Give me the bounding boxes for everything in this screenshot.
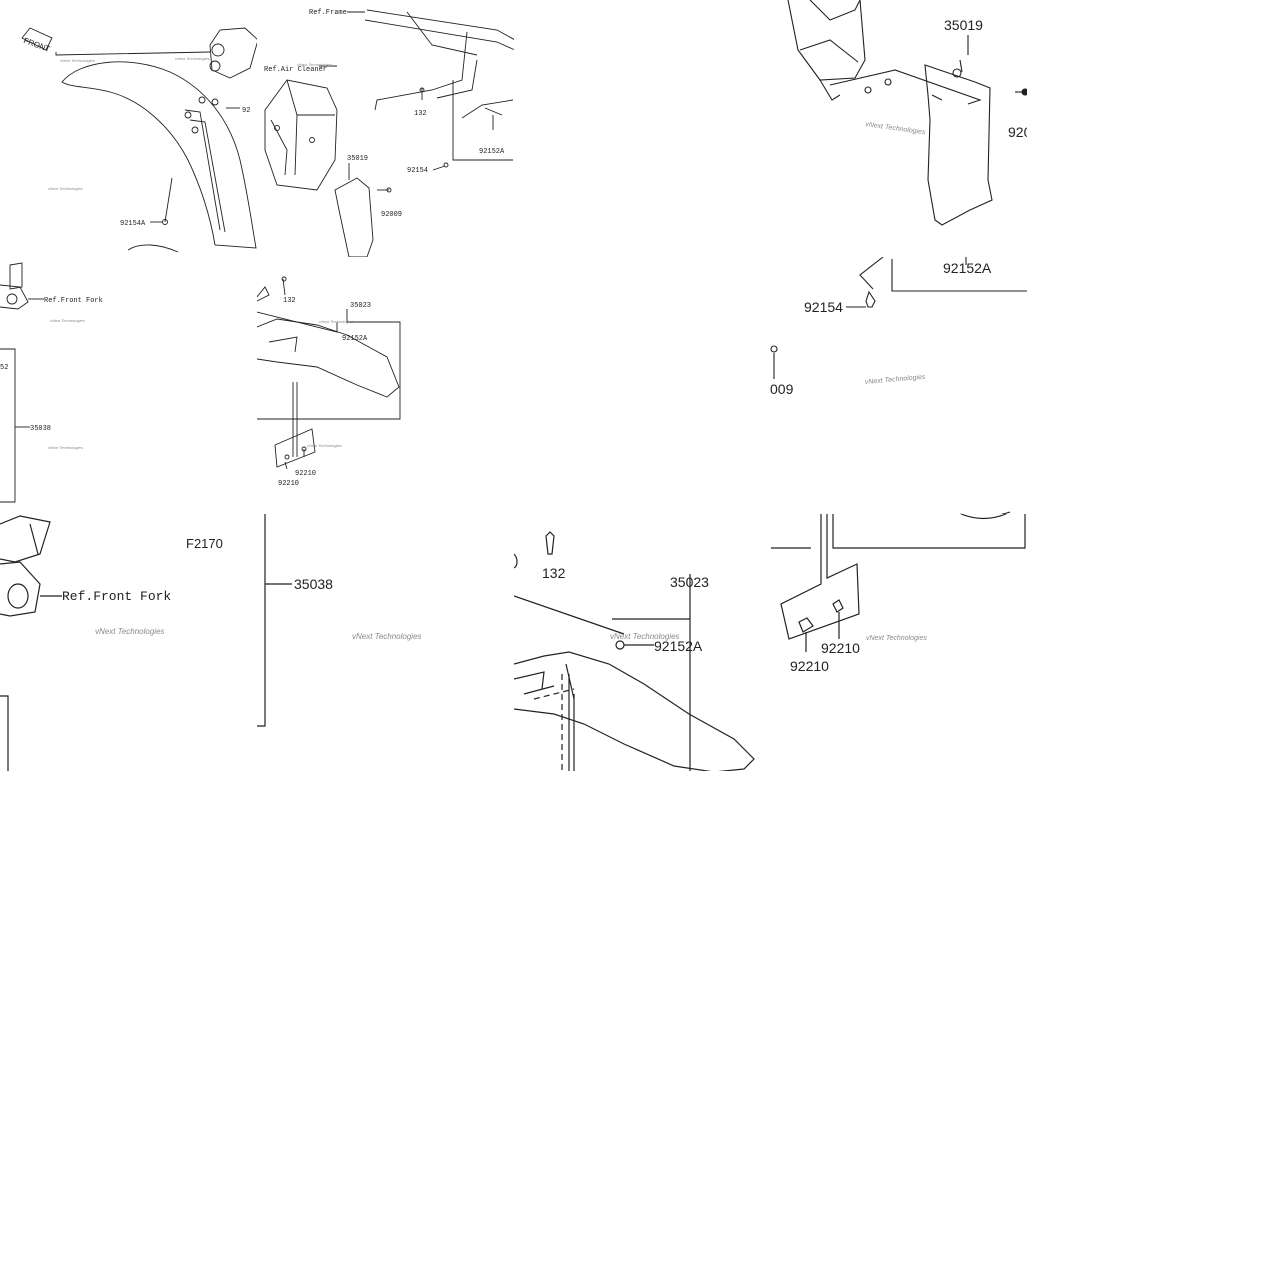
zoom-tile-clips: 92210 92210 vNext Technologies bbox=[771, 514, 1028, 771]
watermark-text: vNext Technologies bbox=[297, 62, 332, 67]
label-35023: 35023 bbox=[670, 574, 709, 590]
watermark-text: vNext Technologies bbox=[50, 318, 85, 323]
label-92210: 92210 bbox=[821, 640, 860, 656]
label-f2170: F2170 bbox=[186, 536, 223, 551]
zoom-tile-35038: 35038 vNext Technologies bbox=[257, 514, 514, 771]
watermark-text: vNext Technologies bbox=[48, 186, 83, 191]
label-92154-small: 92154 bbox=[407, 167, 428, 175]
label-ref-front-fork: Ref.Front Fork bbox=[62, 589, 171, 604]
clip-zoom-drawing: 92210 92210 vNext Technologies bbox=[771, 514, 1026, 674]
watermark-text: vNext Technologies bbox=[48, 445, 83, 450]
label-35019-small: 35019 bbox=[347, 155, 368, 163]
label-92-partial: 92 bbox=[242, 107, 250, 115]
watermark-text: vNext Technologies bbox=[865, 374, 927, 386]
overview-tile-center: 132 35023 92152A 92210 92210 vNext Techn… bbox=[257, 257, 514, 514]
label-ref-front-fork-small: Ref.Front Fork bbox=[44, 297, 103, 305]
guard-zoom-drawing: 35038 vNext Technologies bbox=[257, 514, 422, 727]
rear-fender-zoom-drawing: 132 35023 92152A vNext Technologies bbox=[514, 531, 755, 771]
label-92152a-small-2: 92152A bbox=[342, 335, 368, 343]
label-92152a-zoom: 92152A bbox=[654, 638, 703, 654]
watermark-text: vNext Technologies bbox=[60, 58, 95, 63]
label-132: 132 bbox=[542, 565, 566, 581]
label-92210-small-2: 92210 bbox=[278, 480, 299, 488]
label-35038: 35038 bbox=[294, 576, 333, 592]
watermark-text: vNext Technologies bbox=[307, 443, 342, 448]
rear-fender-drawing-small: 132 35023 92152A 92210 92210 vNext Techn… bbox=[257, 276, 401, 488]
overview-tile-top-left: FRONT 92 92154A F2170 vNext Technologies… bbox=[0, 0, 257, 257]
label-92152a: 92152A bbox=[943, 260, 992, 276]
zoom-tile-rear-fender: 132 35023 92152A vNext Technologies bbox=[514, 514, 771, 771]
mudflap-zoom-drawing: 35019 920 vNext Technologies bbox=[787, 0, 1027, 226]
label-92009-small: 92009 bbox=[381, 211, 402, 219]
bolt-zoom-drawing: 92152A 92154 009 vNext Technologies bbox=[770, 257, 1027, 514]
zoom-tile-front-fork: Ref.Front Fork F2170 vNext Technologies bbox=[0, 514, 257, 771]
label-132-small-2: 132 bbox=[283, 297, 296, 305]
label-92152a-small: 92152A bbox=[479, 148, 505, 156]
overview-tile-top-middle: Ref.Frame Ref.Air Cleaner 132 92152A 921… bbox=[257, 0, 514, 257]
label-35023-small: 35023 bbox=[350, 302, 371, 310]
watermark-text: vNext Technologies bbox=[175, 56, 210, 61]
overview-tile-left-middle: Ref.Front Fork 52 35038 vNext Technologi… bbox=[0, 257, 257, 514]
zoom-tile-bolts: 92152A 92154 009 vNext Technologies bbox=[770, 257, 1027, 514]
front-fork-zoom-drawing: Ref.Front Fork F2170 vNext Technologies bbox=[0, 515, 223, 771]
watermark-text: vNext Technologies bbox=[352, 632, 422, 641]
label-92154a: 92154A bbox=[120, 220, 146, 228]
label-35019: 35019 bbox=[944, 17, 983, 33]
label-ref-air-cleaner: Ref.Air Cleaner bbox=[264, 66, 327, 74]
air-cleaner-drawing: Ref.Frame Ref.Air Cleaner 132 92152A 921… bbox=[264, 9, 514, 257]
front-fork-drawing: Ref.Front Fork 52 35038 vNext Technologi… bbox=[0, 262, 103, 503]
label-35038-small: 35038 bbox=[30, 425, 51, 433]
watermark-text: vNext Technologies bbox=[866, 635, 927, 642]
label-ref-frame: Ref.Frame bbox=[309, 9, 347, 17]
watermark-text: vNext Technologies bbox=[865, 121, 927, 136]
watermark-text: vNext Technologies bbox=[95, 627, 165, 636]
label-132-small: 132 bbox=[414, 110, 427, 118]
label-92210-2: 92210 bbox=[790, 658, 829, 674]
label-920-partial: 920 bbox=[1008, 124, 1027, 140]
label-92210-small: 92210 bbox=[295, 470, 316, 478]
label-52-partial: 52 bbox=[0, 364, 8, 372]
front-arrow-icon bbox=[21, 27, 53, 51]
watermark-text: vNext Technologies bbox=[319, 319, 354, 324]
front-badge-label: FRONT bbox=[22, 36, 51, 54]
label-92154: 92154 bbox=[804, 299, 843, 315]
label-009-partial: 009 bbox=[770, 381, 794, 397]
watermark-text: vNext Technologies bbox=[610, 632, 680, 641]
zoom-tile-mudflap: 35019 920 vNext Technologies bbox=[770, 0, 1027, 257]
front-fender-drawing: FRONT 92 92154A F2170 vNext Technologies… bbox=[21, 27, 257, 253]
